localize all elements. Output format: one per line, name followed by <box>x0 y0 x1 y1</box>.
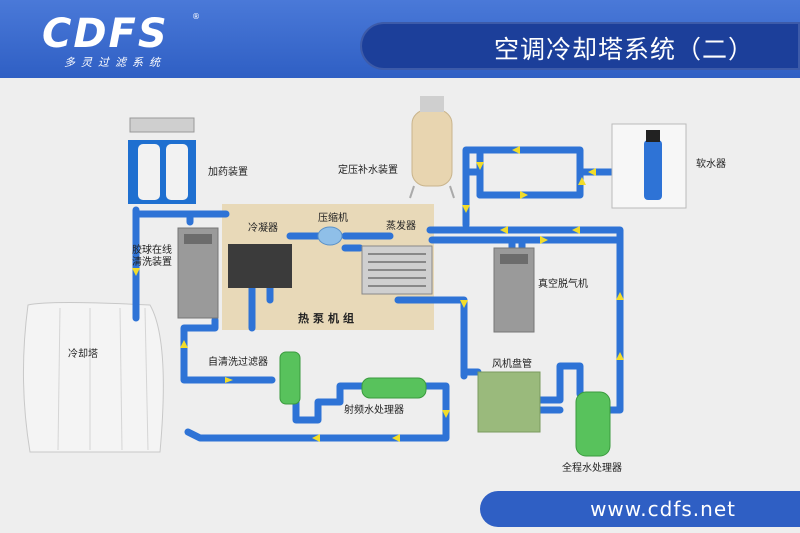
label-heat-pump: 热泵机组 <box>298 312 358 325</box>
brand-logo-text: CDFS <box>42 11 169 57</box>
condenser-unit <box>228 244 292 288</box>
cooling-tower <box>22 302 164 453</box>
footer-url[interactable]: www.cdfs.net <box>590 497 736 521</box>
footer-badge <box>480 491 800 527</box>
brand-logo: CDFS ® 多灵过滤系统 <box>42 12 202 72</box>
brand-registered-mark: ® <box>192 12 200 21</box>
label-ball-line2: 清洗装置 <box>132 257 172 268</box>
label-compressor: 压缩机 <box>318 213 348 224</box>
label-rf-treater: 射频水处理器 <box>344 405 404 416</box>
label-cooling-tower: 冷却塔 <box>68 349 98 360</box>
softener <box>611 123 687 209</box>
compressor <box>317 226 343 246</box>
label-fan-coil: 风机盘管 <box>492 359 532 370</box>
label-dosing: 加药装置 <box>208 167 248 178</box>
self-cleaning-filter <box>279 351 301 405</box>
title-badge <box>360 22 800 70</box>
dosing-device <box>128 117 196 204</box>
flow-arrows <box>132 146 624 442</box>
fan-coil-unit <box>477 371 541 433</box>
label-softener: 软水器 <box>696 159 726 170</box>
label-degasser: 真空脱气机 <box>538 279 588 290</box>
label-pressurizer: 定压补水装置 <box>338 165 398 176</box>
label-self-clean-filter: 自清洗过滤器 <box>208 357 268 368</box>
label-condenser: 冷凝器 <box>248 223 278 234</box>
label-evaporator: 蒸发器 <box>386 221 416 232</box>
evaporator <box>361 245 433 295</box>
rf-water-treater <box>361 377 427 399</box>
brand-subtitle: 多灵过滤系统 <box>64 56 166 69</box>
full-process-treater <box>575 391 611 457</box>
label-full-treater: 全程水处理器 <box>562 463 622 474</box>
pressurizer-tank <box>409 96 455 199</box>
label-ball-line1: 胶球在线 <box>132 245 172 256</box>
page-title: 空调冷却塔系统（二） <box>493 35 754 64</box>
vacuum-degasser <box>493 247 535 333</box>
ball-cleaning-unit <box>177 227 219 319</box>
